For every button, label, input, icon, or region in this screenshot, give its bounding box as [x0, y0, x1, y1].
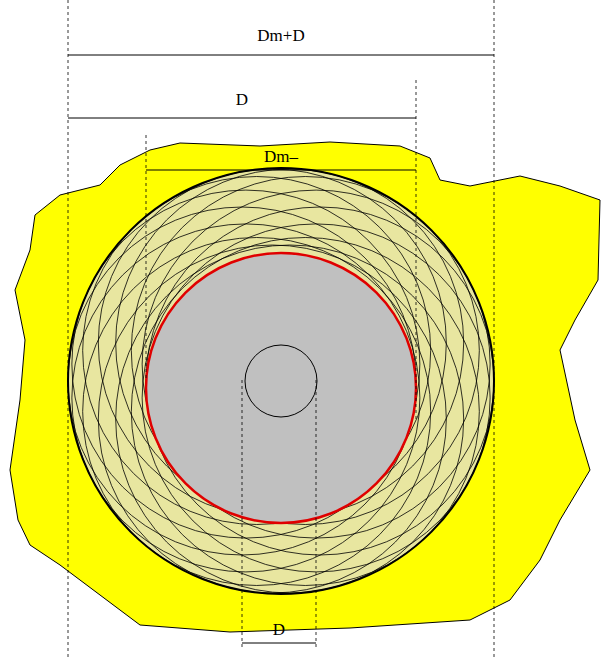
tool-circle [131, 177, 479, 525]
tool-positions [68, 169, 494, 593]
tool-circle [131, 237, 479, 585]
tool-circle [83, 237, 431, 585]
dimension-label: Dm– [262, 148, 300, 167]
dimension-lines [68, 55, 494, 643]
tool-circle [72, 224, 420, 572]
tool-circle [142, 190, 490, 538]
dimension-label: D [234, 91, 250, 110]
tool-circle [83, 177, 431, 525]
swept-annulus [68, 168, 494, 594]
material-blob [10, 142, 600, 632]
center-circle [245, 345, 317, 417]
dimension-label: Dm+D [255, 27, 306, 46]
dimension-label: D [271, 621, 287, 640]
tool-circle [116, 245, 464, 593]
tool-circle [72, 190, 420, 538]
inner-core [146, 253, 416, 523]
outer-envelope [68, 168, 494, 594]
extension-lines [68, 0, 494, 657]
